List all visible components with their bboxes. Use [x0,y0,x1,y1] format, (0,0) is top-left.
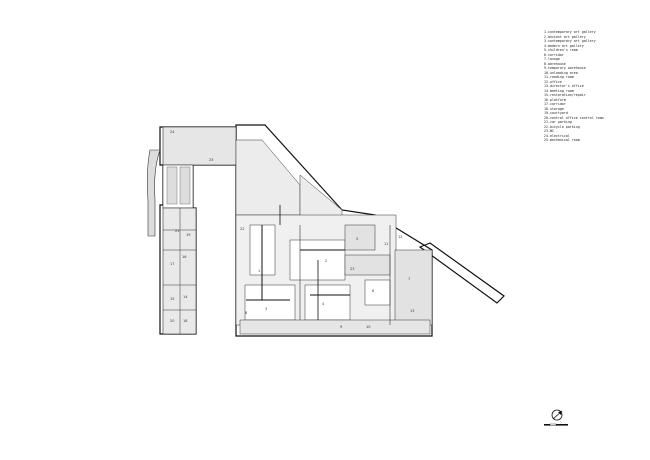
room-label: 18 [183,319,187,323]
legend-item: 21.car parking [544,120,572,124]
north-arrow-and-scale [544,409,568,426]
legend-item: 7.lounge [544,57,560,61]
room-label: 20 [170,319,174,323]
legend-item: 8.warehouse [544,61,566,66]
room-label: 6 [372,289,374,293]
legend-item: 10.unloading area [544,70,578,75]
legend-item: 5.children's room [544,48,578,52]
room-label: 3 [265,307,267,311]
legend-item: 15.restoration/repair [544,93,586,97]
legend-item: 23.WC [544,129,554,133]
legend-item: 2.ancient art gallery [544,34,586,39]
legend-item: 3.contemporary art gallery [544,39,596,43]
room-label: 22 [240,227,244,231]
room-label: 13 [410,309,414,313]
room-label: 14 [183,295,188,299]
legend-item: 14.meeting room [544,88,574,93]
legend-item: 20.central office control room [544,115,604,120]
room-label: 2 [325,259,327,263]
room-labels: 25 21 1 2 3 4 5 6 7 8 9 10 11 12 13 14 1… [170,130,414,329]
room-label: 17 [170,262,174,266]
room-label: 1 [258,269,260,273]
legend-item: 6.corridor [544,52,564,57]
room-label: 10 [366,325,370,329]
room-label: 12 [398,235,402,239]
legend-item: 25.mechanical room [544,138,580,142]
legend-item: 19.courtyard [544,111,568,115]
left-wing [147,126,237,335]
room-label: 15 [170,297,174,301]
legend-item: 18.storage [544,106,564,111]
room-label: 11 [384,242,388,246]
room-label: 5 [356,237,358,241]
legend-item: 9.temporary warehouse [544,66,586,70]
main-block [235,139,433,335]
legend-item: 22.bicycle parking [544,124,580,129]
room-label: 23 [350,267,354,271]
legend-item: 13.director's office [544,84,584,88]
legend: 1.contemporary art gallery 2.ancient art… [544,30,644,143]
room-label: 9 [340,325,342,329]
legend-item: 1.contemporary art gallery [544,30,596,34]
legend-item: 4.modern art gallery [544,43,584,48]
room-label: 16 [182,255,186,259]
room-label: 19 [186,233,190,237]
legend-item: 17.corridor [544,102,566,106]
room-label: 4 [322,302,325,306]
room-label: 7 [408,277,410,281]
legend-item: 11.reading room [544,75,574,79]
room-label: 24 [170,130,175,134]
legend-item: 16.platform [544,97,566,102]
north-arrow-icon [551,409,563,421]
room-label: 8 [245,311,247,315]
legend-item: 12.office [544,79,562,84]
scale-bar-icon [544,423,568,426]
room-label: 21 [175,229,179,233]
room-label: 25 [209,158,213,162]
legend-item: 24.electrical [544,133,570,138]
